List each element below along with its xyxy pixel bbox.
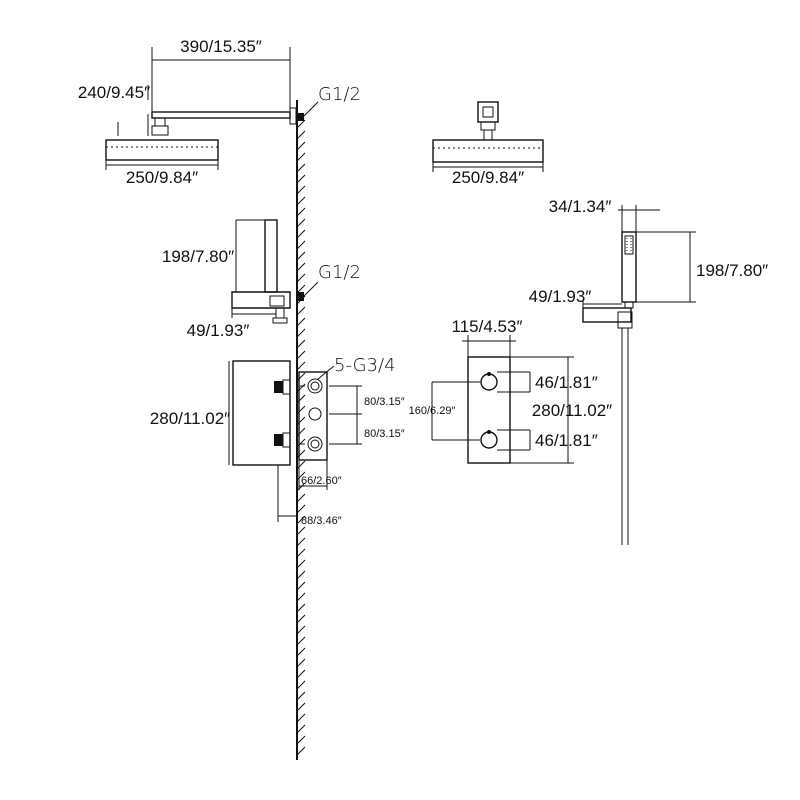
wall-hatch-line bbox=[296, 416, 306, 426]
wall-hatch-line bbox=[296, 427, 306, 437]
rain-head-width-side-label: 250/9.84″ bbox=[126, 168, 198, 187]
trim-plate-front-view: 115/4.53″ 160/6.29″ 46/1.81″ 46/1.81″ 28… bbox=[409, 317, 612, 464]
holder-depth-side-label: 49/1.93″ bbox=[187, 321, 250, 340]
wall-hatch-line bbox=[296, 570, 306, 580]
trim-plate-height-label: 280/11.02″ bbox=[532, 401, 612, 420]
dim-shower-arm-height: 240/9.45″ bbox=[78, 83, 150, 136]
wall-hatch-line bbox=[296, 207, 306, 217]
valve-depth-min-label: 66/2.60″ bbox=[301, 475, 342, 487]
wall-hatch-line bbox=[296, 350, 306, 360]
wall-hatch-line bbox=[296, 559, 306, 569]
wall-hatch-line bbox=[296, 130, 306, 140]
wall-hatch-line bbox=[296, 262, 306, 272]
wall-hatch-line bbox=[296, 581, 306, 591]
wall-hatch-line bbox=[296, 691, 306, 701]
wall-hatch-line bbox=[296, 658, 306, 668]
wall-hatch-line bbox=[296, 647, 306, 657]
dim-rain-head-width-side: 250/9.84″ bbox=[105, 160, 219, 187]
shower-arm-height-label: 240/9.45″ bbox=[78, 83, 150, 102]
hand-shower-holder-side-view: 198/7.80″ 49/1.93″ bbox=[162, 219, 319, 340]
handle-offset-upper-label: 46/1.81″ bbox=[535, 373, 598, 392]
wall-hatch-line bbox=[296, 702, 306, 712]
wall-hatch-line bbox=[296, 317, 306, 327]
rain-shower-head-front-view: 250/9.84″ bbox=[432, 101, 544, 187]
wall-hatch-line bbox=[296, 504, 306, 514]
wall-hatch-line bbox=[296, 174, 306, 184]
hand-shower-front-view: 34/1.34″ 198/7.80″ 49/1.93″ bbox=[529, 197, 768, 545]
wall-hatch-line bbox=[296, 163, 306, 173]
wall-hatch-line bbox=[296, 614, 306, 624]
wall-hatch-line bbox=[296, 724, 306, 734]
wall-hatch-line bbox=[296, 152, 306, 162]
wall-hatch-line bbox=[296, 636, 306, 646]
thread-label-hand-shower-outlet: G1/2 bbox=[318, 262, 361, 283]
wall-hatch-line bbox=[296, 548, 306, 558]
holder-height-side-label: 198/7.80″ bbox=[162, 247, 234, 266]
wall-hatch-line bbox=[296, 405, 306, 415]
port-spacing-lower-label: 80/3.15″ bbox=[364, 428, 405, 440]
trim-plate-width-label: 115/4.53″ bbox=[452, 317, 523, 336]
wall-hatch-line bbox=[296, 537, 306, 547]
rain-head-width-front-label: 250/9.84″ bbox=[452, 168, 524, 187]
wall-hatch-line bbox=[296, 240, 306, 250]
wall-hatch-line bbox=[296, 669, 306, 679]
wall-hatch-line bbox=[296, 438, 306, 448]
thread-label-shower-arm: G1/2 bbox=[318, 84, 361, 105]
wall-hatch-line bbox=[296, 493, 306, 503]
shower-arm-side-view bbox=[151, 101, 319, 136]
holder-height-front-label: 198/7.80″ bbox=[696, 261, 768, 280]
wall-hatch-line bbox=[296, 680, 306, 690]
wall-hatch-line bbox=[296, 229, 306, 239]
wall-hatch-line bbox=[296, 372, 306, 382]
wall-hatch-line bbox=[296, 273, 306, 283]
wall-hatch-line bbox=[296, 383, 306, 393]
handshower-width-label: 34/1.34″ bbox=[549, 197, 612, 216]
wall-hatch-line bbox=[296, 746, 306, 756]
wall-section bbox=[296, 100, 306, 760]
wall-hatch-line bbox=[296, 471, 306, 481]
wall-hatch-line bbox=[296, 185, 306, 195]
wall-hatch-line bbox=[296, 218, 306, 228]
wall-hatch-line bbox=[296, 625, 306, 635]
handle-spacing-label: 160/6.29″ bbox=[409, 405, 456, 417]
wall-hatch-line bbox=[296, 526, 306, 536]
wall-hatch-line bbox=[296, 306, 306, 316]
wall-hatch-line bbox=[296, 119, 306, 129]
wall-hatching bbox=[296, 119, 306, 756]
dim-shower-arm-length: 390/15.35″ bbox=[151, 37, 291, 112]
valve-box-height-label: 280/11.02″ bbox=[150, 409, 230, 428]
shower-arm-length-label: 390/15.35″ bbox=[180, 37, 262, 56]
wall-hatch-line bbox=[296, 449, 306, 459]
wall-hatch-line bbox=[296, 328, 306, 338]
wall-hatch-line bbox=[296, 251, 306, 261]
wall-hatch-line bbox=[296, 515, 306, 525]
wall-hatch-line bbox=[296, 394, 306, 404]
holder-depth-front-label: 49/1.93″ bbox=[529, 287, 592, 306]
wall-hatch-line bbox=[296, 460, 306, 470]
wall-hatch-line bbox=[296, 339, 306, 349]
wall-hatch-line bbox=[296, 603, 306, 613]
valve-box-side-view: 280/11.02″ 80/3.15″ 80/3.15″ 66/2.60″ 88… bbox=[150, 360, 405, 527]
thread-label-valve-ports: 5-G3/4 bbox=[334, 355, 396, 376]
rain-shower-head-side-view bbox=[105, 139, 219, 161]
wall-hatch-line bbox=[296, 713, 306, 723]
wall-hatch-line bbox=[296, 482, 306, 492]
wall-hatch-line bbox=[296, 592, 306, 602]
wall-hatch-line bbox=[296, 196, 306, 206]
wall-hatch-line bbox=[296, 361, 306, 371]
wall-hatch-line bbox=[296, 284, 306, 294]
wall-hatch-line bbox=[296, 735, 306, 745]
port-spacing-upper-label: 80/3.15″ bbox=[364, 396, 405, 408]
handle-offset-lower-label: 46/1.81″ bbox=[535, 431, 598, 450]
valve-depth-max-label: 88/3.46″ bbox=[301, 515, 342, 527]
wall-hatch-line bbox=[296, 141, 306, 151]
